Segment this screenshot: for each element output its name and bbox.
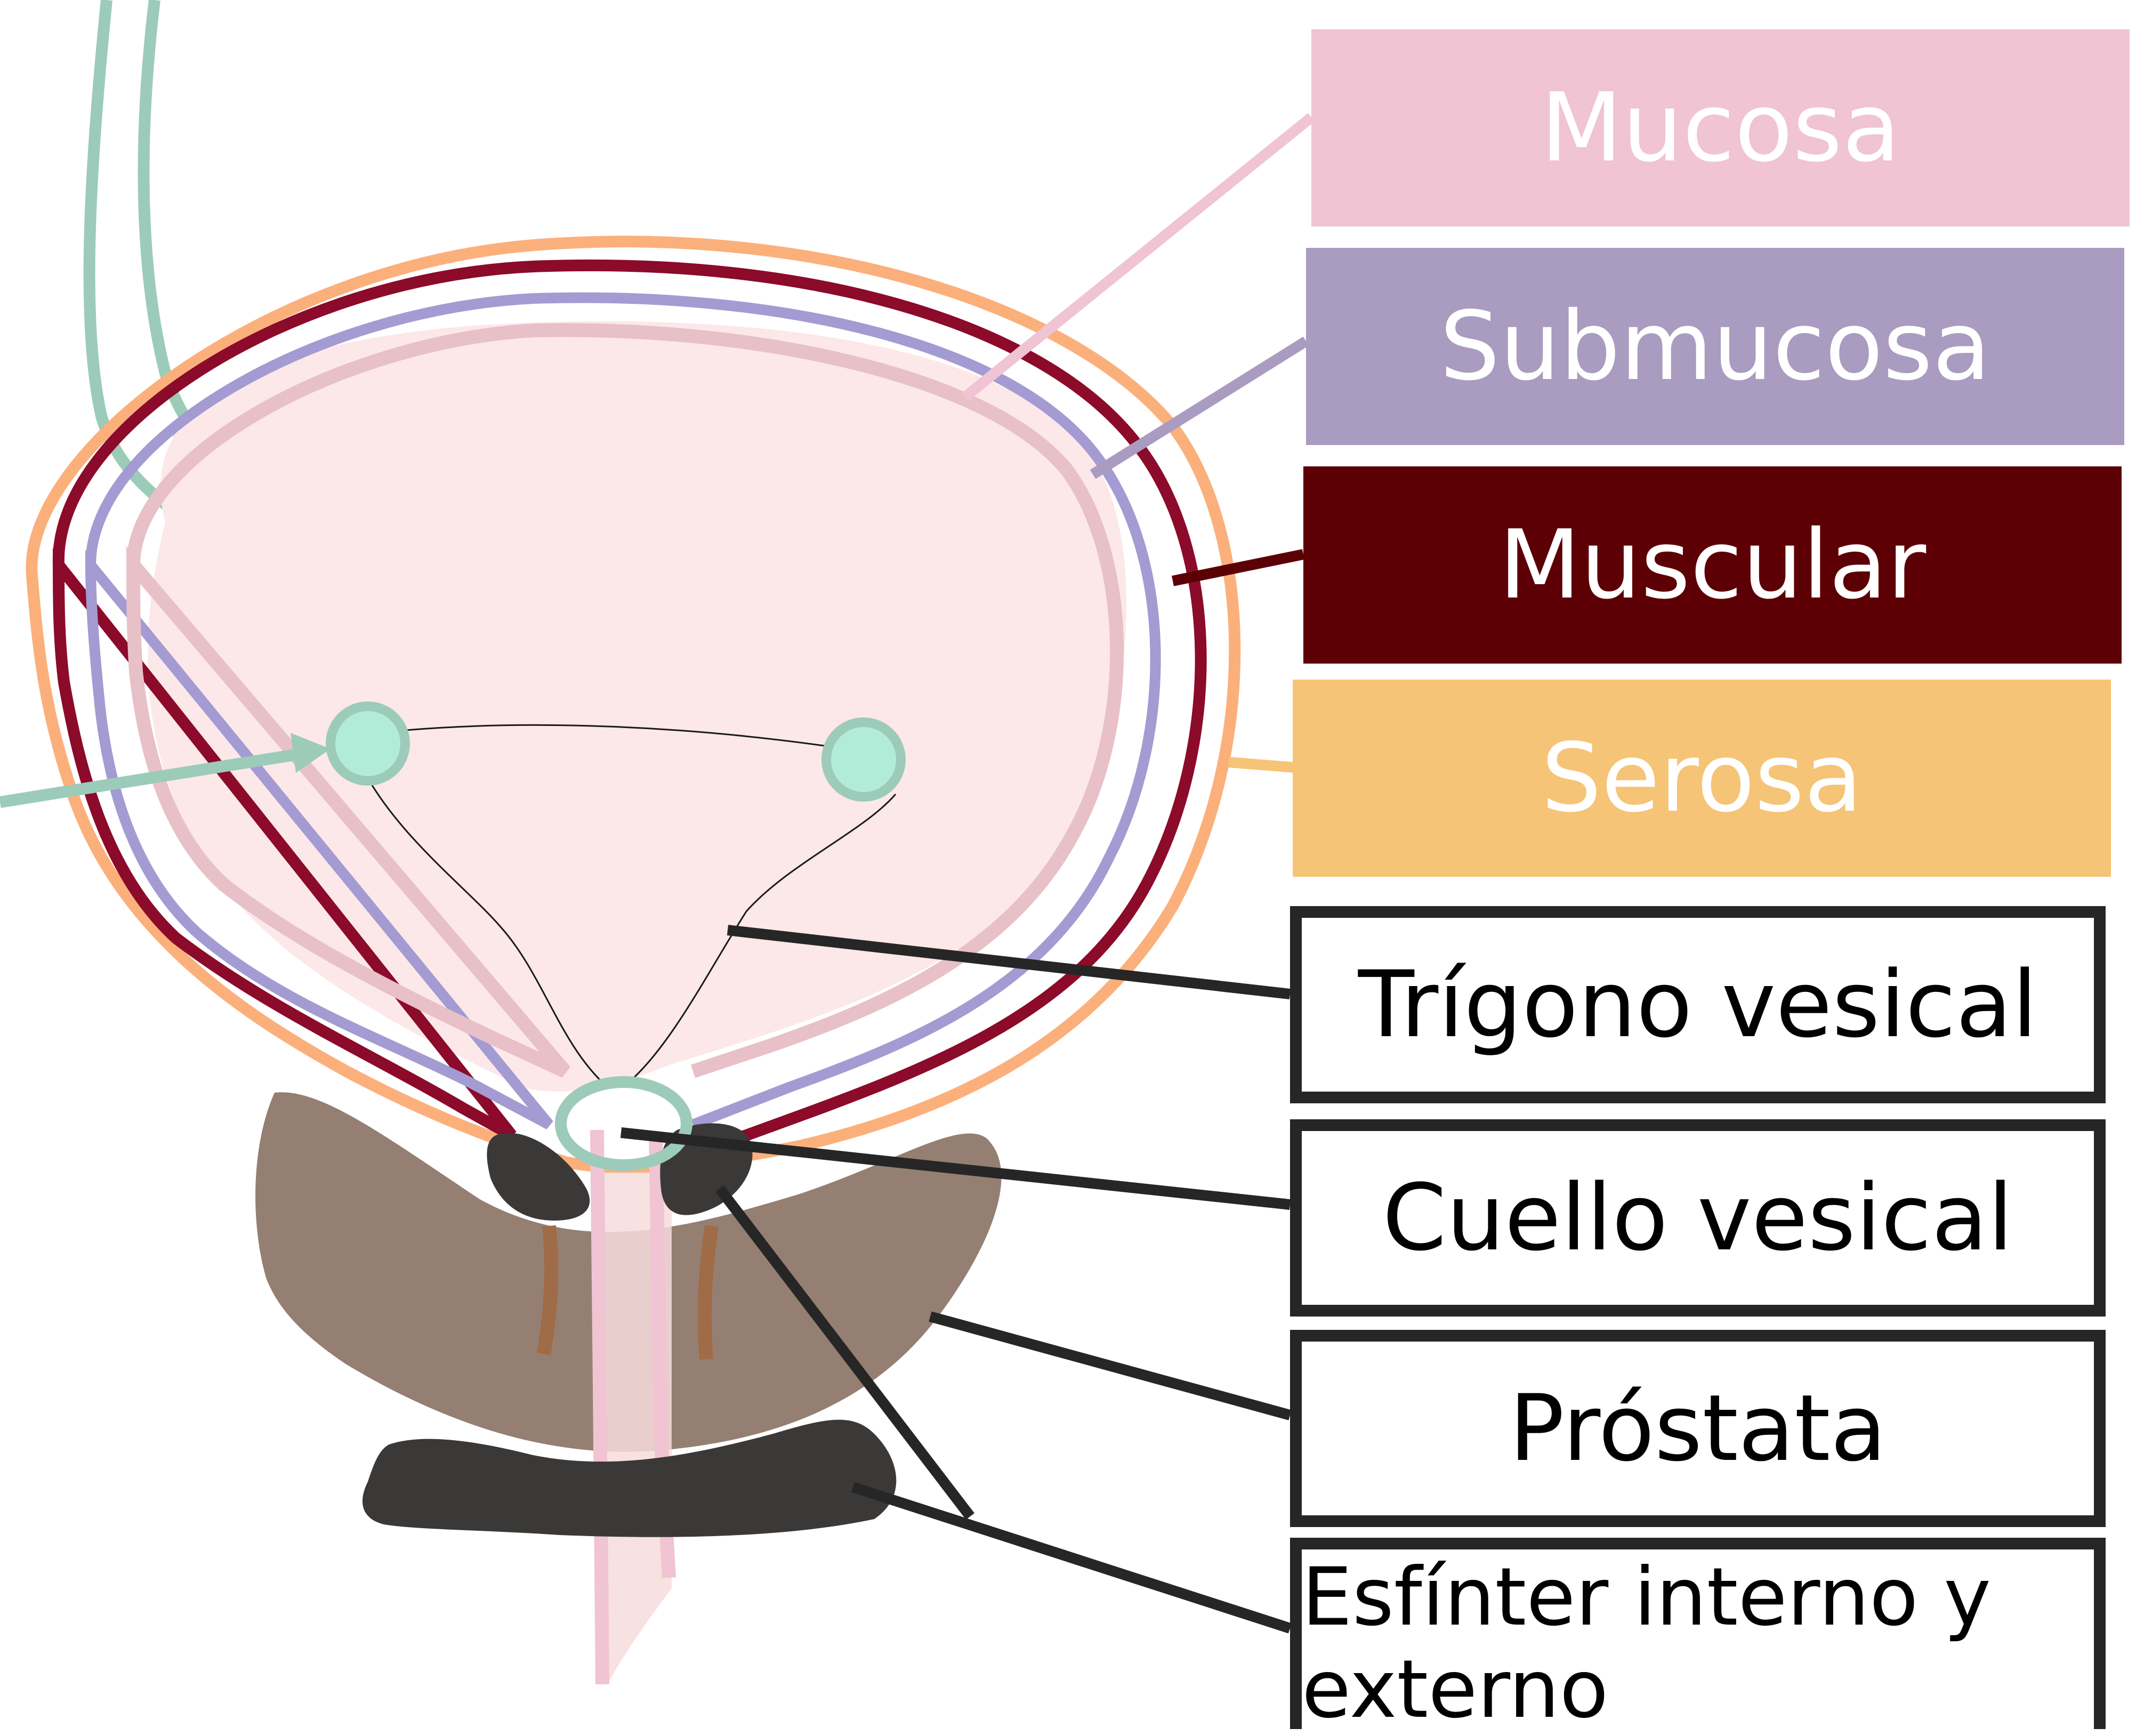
label-trigono: Trígono vesical [1290,906,2106,1103]
label-prostata-text: Próstata [1509,1376,1887,1481]
label-prostata: Próstata [1290,1330,2106,1527]
leader-submucosa [1093,341,1306,474]
label-trigono-text: Trígono vesical [1358,952,2037,1057]
ureteral-orifice-left [331,706,405,781]
bladder-neck-ring [561,1082,687,1165]
duct-left [544,1226,551,1354]
duct-right [705,1226,712,1359]
label-serosa: Serosa [1293,680,2111,877]
label-cuello-text: Cuello vesical [1382,1165,2013,1271]
urethra-left-wall [597,1130,602,1684]
label-submucosa-text: Submucosa [1440,292,1991,401]
label-mucosa-text: Mucosa [1541,74,1900,183]
label-submucosa: Submucosa [1306,248,2124,445]
label-esfinter: Esfínter interno y externo [1290,1538,2106,1729]
label-esfinter-line2: externo [1302,1644,1608,1736]
bladder-lumen [148,321,1126,1092]
label-muscular-text: Muscular [1499,511,1927,620]
leader-mucosa [965,117,1311,397]
ureteral-orifice-right [826,722,901,797]
label-esfinter-line1: Esfínter interno y [1302,1552,1991,1644]
label-mucosa: Mucosa [1311,29,2130,227]
label-muscular: Muscular [1303,466,2122,664]
label-cuello: Cuello vesical [1290,1119,2106,1317]
leader-prostata [930,1317,1290,1415]
label-serosa-text: Serosa [1541,724,1863,833]
leader-serosa [1229,762,1295,768]
leader-esfinter-externo [853,1487,1290,1628]
